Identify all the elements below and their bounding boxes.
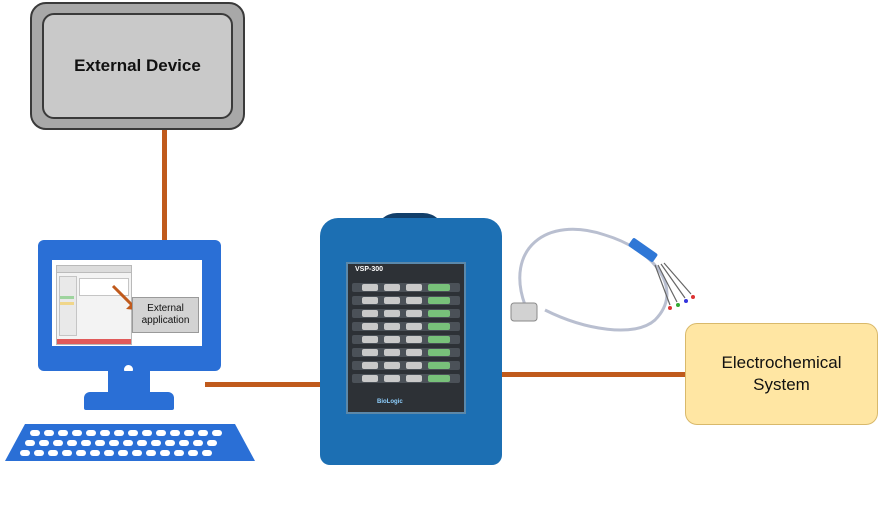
keyboard-key (76, 450, 86, 456)
keyboard-key (188, 450, 198, 456)
keyboard-key (212, 430, 222, 436)
channel-port (362, 284, 378, 291)
keyboard-key (81, 440, 91, 446)
channel-port (406, 375, 422, 382)
wire-computer-to-instrument (205, 382, 405, 387)
channel-connector (428, 297, 450, 304)
channel-port (406, 284, 422, 291)
keyboard-key (20, 450, 30, 456)
keyboard-key (62, 450, 72, 456)
wire-device-to-app (162, 130, 167, 297)
keyboard-key (86, 430, 96, 436)
channel-port (384, 336, 400, 343)
channel-port (406, 323, 422, 330)
channel-port (384, 349, 400, 356)
channel-connector (428, 310, 450, 317)
keyboard-key (132, 450, 142, 456)
keyboard-key (160, 450, 170, 456)
channel-port (384, 297, 400, 304)
keyboard-key (174, 450, 184, 456)
keyboard-key (53, 440, 63, 446)
keyboard-key (170, 430, 180, 436)
channel-port (362, 297, 378, 304)
channel-port (406, 310, 422, 317)
keyboard-key (104, 450, 114, 456)
channel-port (384, 362, 400, 369)
keyboard-key (118, 450, 128, 456)
keyboard-key (198, 430, 208, 436)
keyboard-key (48, 450, 58, 456)
keyboard-key (114, 430, 124, 436)
channel-port (362, 375, 378, 382)
keyboard-key (202, 450, 212, 456)
keyboard-key (151, 440, 161, 446)
channel-port (384, 323, 400, 330)
electrochemical-system-label: Electrochemical System (721, 353, 842, 394)
channel-port (406, 336, 422, 343)
keyboard-key (72, 430, 82, 436)
channel-port (406, 362, 422, 369)
channel-port (384, 284, 400, 291)
keyboard-key (128, 430, 138, 436)
keyboard-key (30, 430, 40, 436)
channel-port (362, 362, 378, 369)
external-application-label: External application (141, 303, 190, 326)
keyboard-key (184, 430, 194, 436)
keyboard-key (25, 440, 35, 446)
channel-port (384, 310, 400, 317)
external-device-box: External Device (42, 13, 233, 119)
keyboard-key (193, 440, 203, 446)
keyboard-key (123, 440, 133, 446)
channel-connector (428, 362, 450, 369)
keyboard-key (90, 450, 100, 456)
channel-port (406, 349, 422, 356)
keyboard-key (179, 440, 189, 446)
external-device-label: External Device (74, 56, 201, 75)
keyboard-key (58, 430, 68, 436)
channel-connector (428, 284, 450, 291)
keyboard-key (146, 450, 156, 456)
channel-port (362, 349, 378, 356)
wire-instrument-to-system (440, 372, 685, 377)
channel-port (362, 336, 378, 343)
keyboard-key (156, 430, 166, 436)
external-application-box: External application (132, 297, 199, 333)
channel-port (362, 323, 378, 330)
monitor-stand (84, 392, 174, 410)
monitor-neck (108, 371, 150, 393)
electrochemical-system-box: Electrochemical System (685, 323, 878, 425)
software-window (56, 265, 132, 345)
keyboard-key (44, 430, 54, 436)
keyboard-key (95, 440, 105, 446)
sensor-cable-image (510, 227, 695, 332)
keyboard-key (100, 430, 110, 436)
keyboard-key (207, 440, 217, 446)
channel-port (384, 375, 400, 382)
keyboard-key (109, 440, 119, 446)
channel-connector (428, 323, 450, 330)
channel-connector (428, 336, 450, 343)
channel-connector (428, 375, 450, 382)
channel-port (362, 310, 378, 317)
instrument-brand-logo: BioLogic (377, 399, 403, 405)
channel-port (406, 297, 422, 304)
instrument-model-label: VSP-300 (355, 266, 384, 273)
power-button-icon (124, 365, 133, 374)
keyboard-key (165, 440, 175, 446)
keyboard-key (34, 450, 44, 456)
keyboard-key (39, 440, 49, 446)
keyboard-key (142, 430, 152, 436)
keyboard-key (137, 440, 147, 446)
channel-connector (428, 349, 450, 356)
keyboard-key (67, 440, 77, 446)
